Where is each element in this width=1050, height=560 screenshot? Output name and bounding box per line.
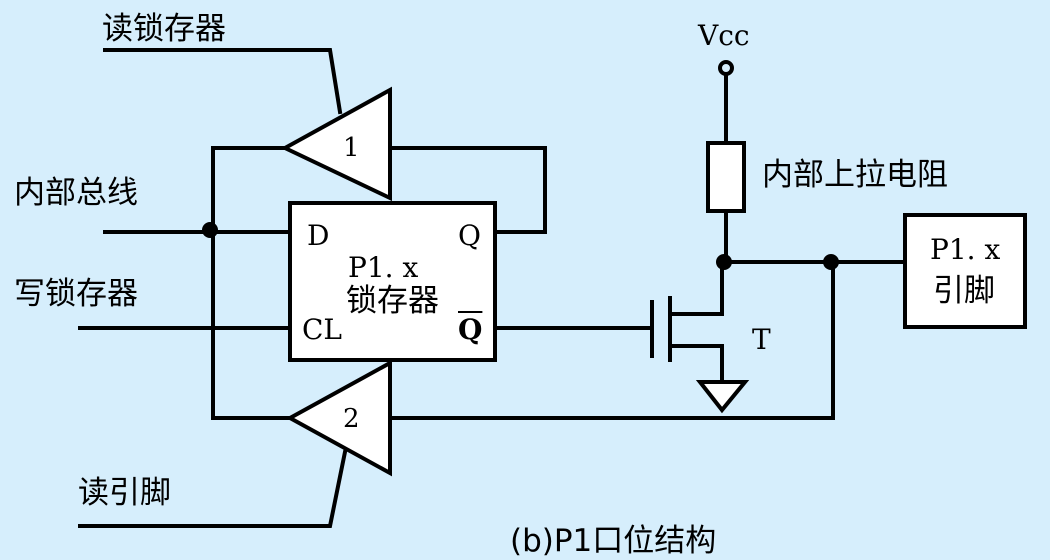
ground-icon — [695, 380, 750, 414]
pin-box — [903, 213, 1027, 329]
pin-cl-label: CL — [302, 313, 343, 346]
drain-junction — [716, 254, 732, 270]
buffer-2 — [285, 359, 392, 477]
buffer-1 — [280, 86, 392, 202]
pin-qbar-label: Q — [458, 313, 483, 346]
pin-feedback-wire — [388, 260, 835, 420]
q-feedback-wire — [388, 146, 547, 234]
read-pin-label: 读引脚 — [78, 475, 171, 511]
caption: (b)P1口位结构 — [510, 523, 717, 559]
write-latch-label: 写锁存器 — [14, 276, 138, 312]
vcc-label: Vcc — [698, 19, 750, 52]
pullup-resistor-label: 内部上拉电阻 — [762, 157, 948, 193]
source-wire — [668, 344, 724, 382]
pin-box-line1: P1. x — [930, 233, 1001, 266]
pullup-resistor-icon — [706, 141, 746, 213]
read-latch-label: 读锁存器 — [102, 11, 226, 47]
buffer-1-label: 1 — [343, 133, 360, 163]
pin-box-line2: 引脚 — [933, 273, 995, 309]
read-pin-wire — [78, 449, 348, 528]
bus-junction — [202, 222, 218, 238]
pin-d-label: D — [307, 219, 330, 252]
latch-box — [288, 201, 497, 362]
internal-bus-label: 内部总线 — [14, 175, 138, 211]
read-latch-wire — [103, 48, 343, 115]
buffer-2-label: 2 — [343, 404, 360, 434]
drain-wire — [668, 260, 724, 316]
pin-q-label: Q — [458, 219, 481, 252]
transistor-label: T — [752, 323, 771, 356]
latch-name-label: P1. x — [348, 251, 419, 284]
latch-sub-label: 锁存器 — [346, 283, 439, 319]
